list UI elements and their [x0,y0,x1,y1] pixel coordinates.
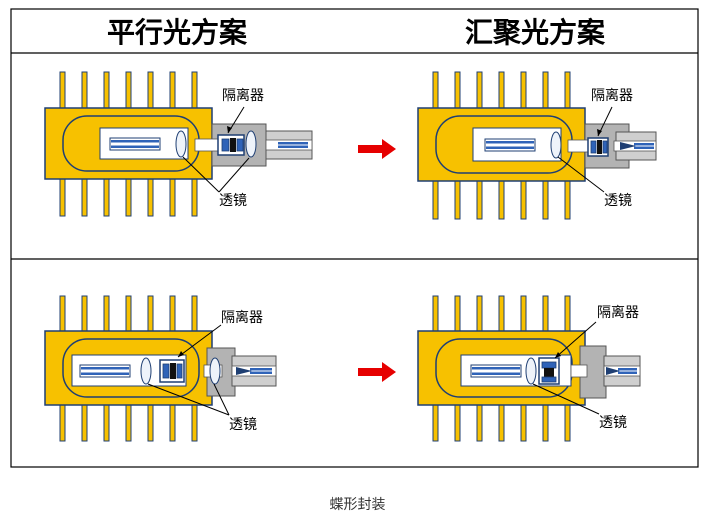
label-isolator: 隔离器 [221,309,263,326]
arrow-right-icon [358,139,396,159]
label-isolator: 隔离器 [597,304,639,321]
figure-caption: 蝶形封装 [329,497,386,513]
label-lens: 透镜 [604,193,632,209]
lens-icon [245,130,257,158]
header-converging-light: 汇聚光方案 [465,16,606,49]
label-isolator: 隔离器 [591,87,633,104]
arrow-right-icon [358,362,396,382]
housing-top-right [550,123,657,169]
label-lens: 透镜 [599,415,627,431]
lens-icon [525,357,537,385]
housing-top-left [175,123,313,167]
label-lens: 透镜 [219,193,247,209]
lens-icon [209,357,221,385]
header-parallel-light: 平行光方案 [107,16,248,49]
label-isolator: 隔离器 [222,87,264,104]
lens-icon [140,357,152,385]
lens-icon [175,130,187,158]
label-lens: 透镜 [229,417,257,433]
lens-icon [550,131,562,159]
housing-bottom-left [140,347,277,397]
housing-bottom-right [525,345,641,399]
